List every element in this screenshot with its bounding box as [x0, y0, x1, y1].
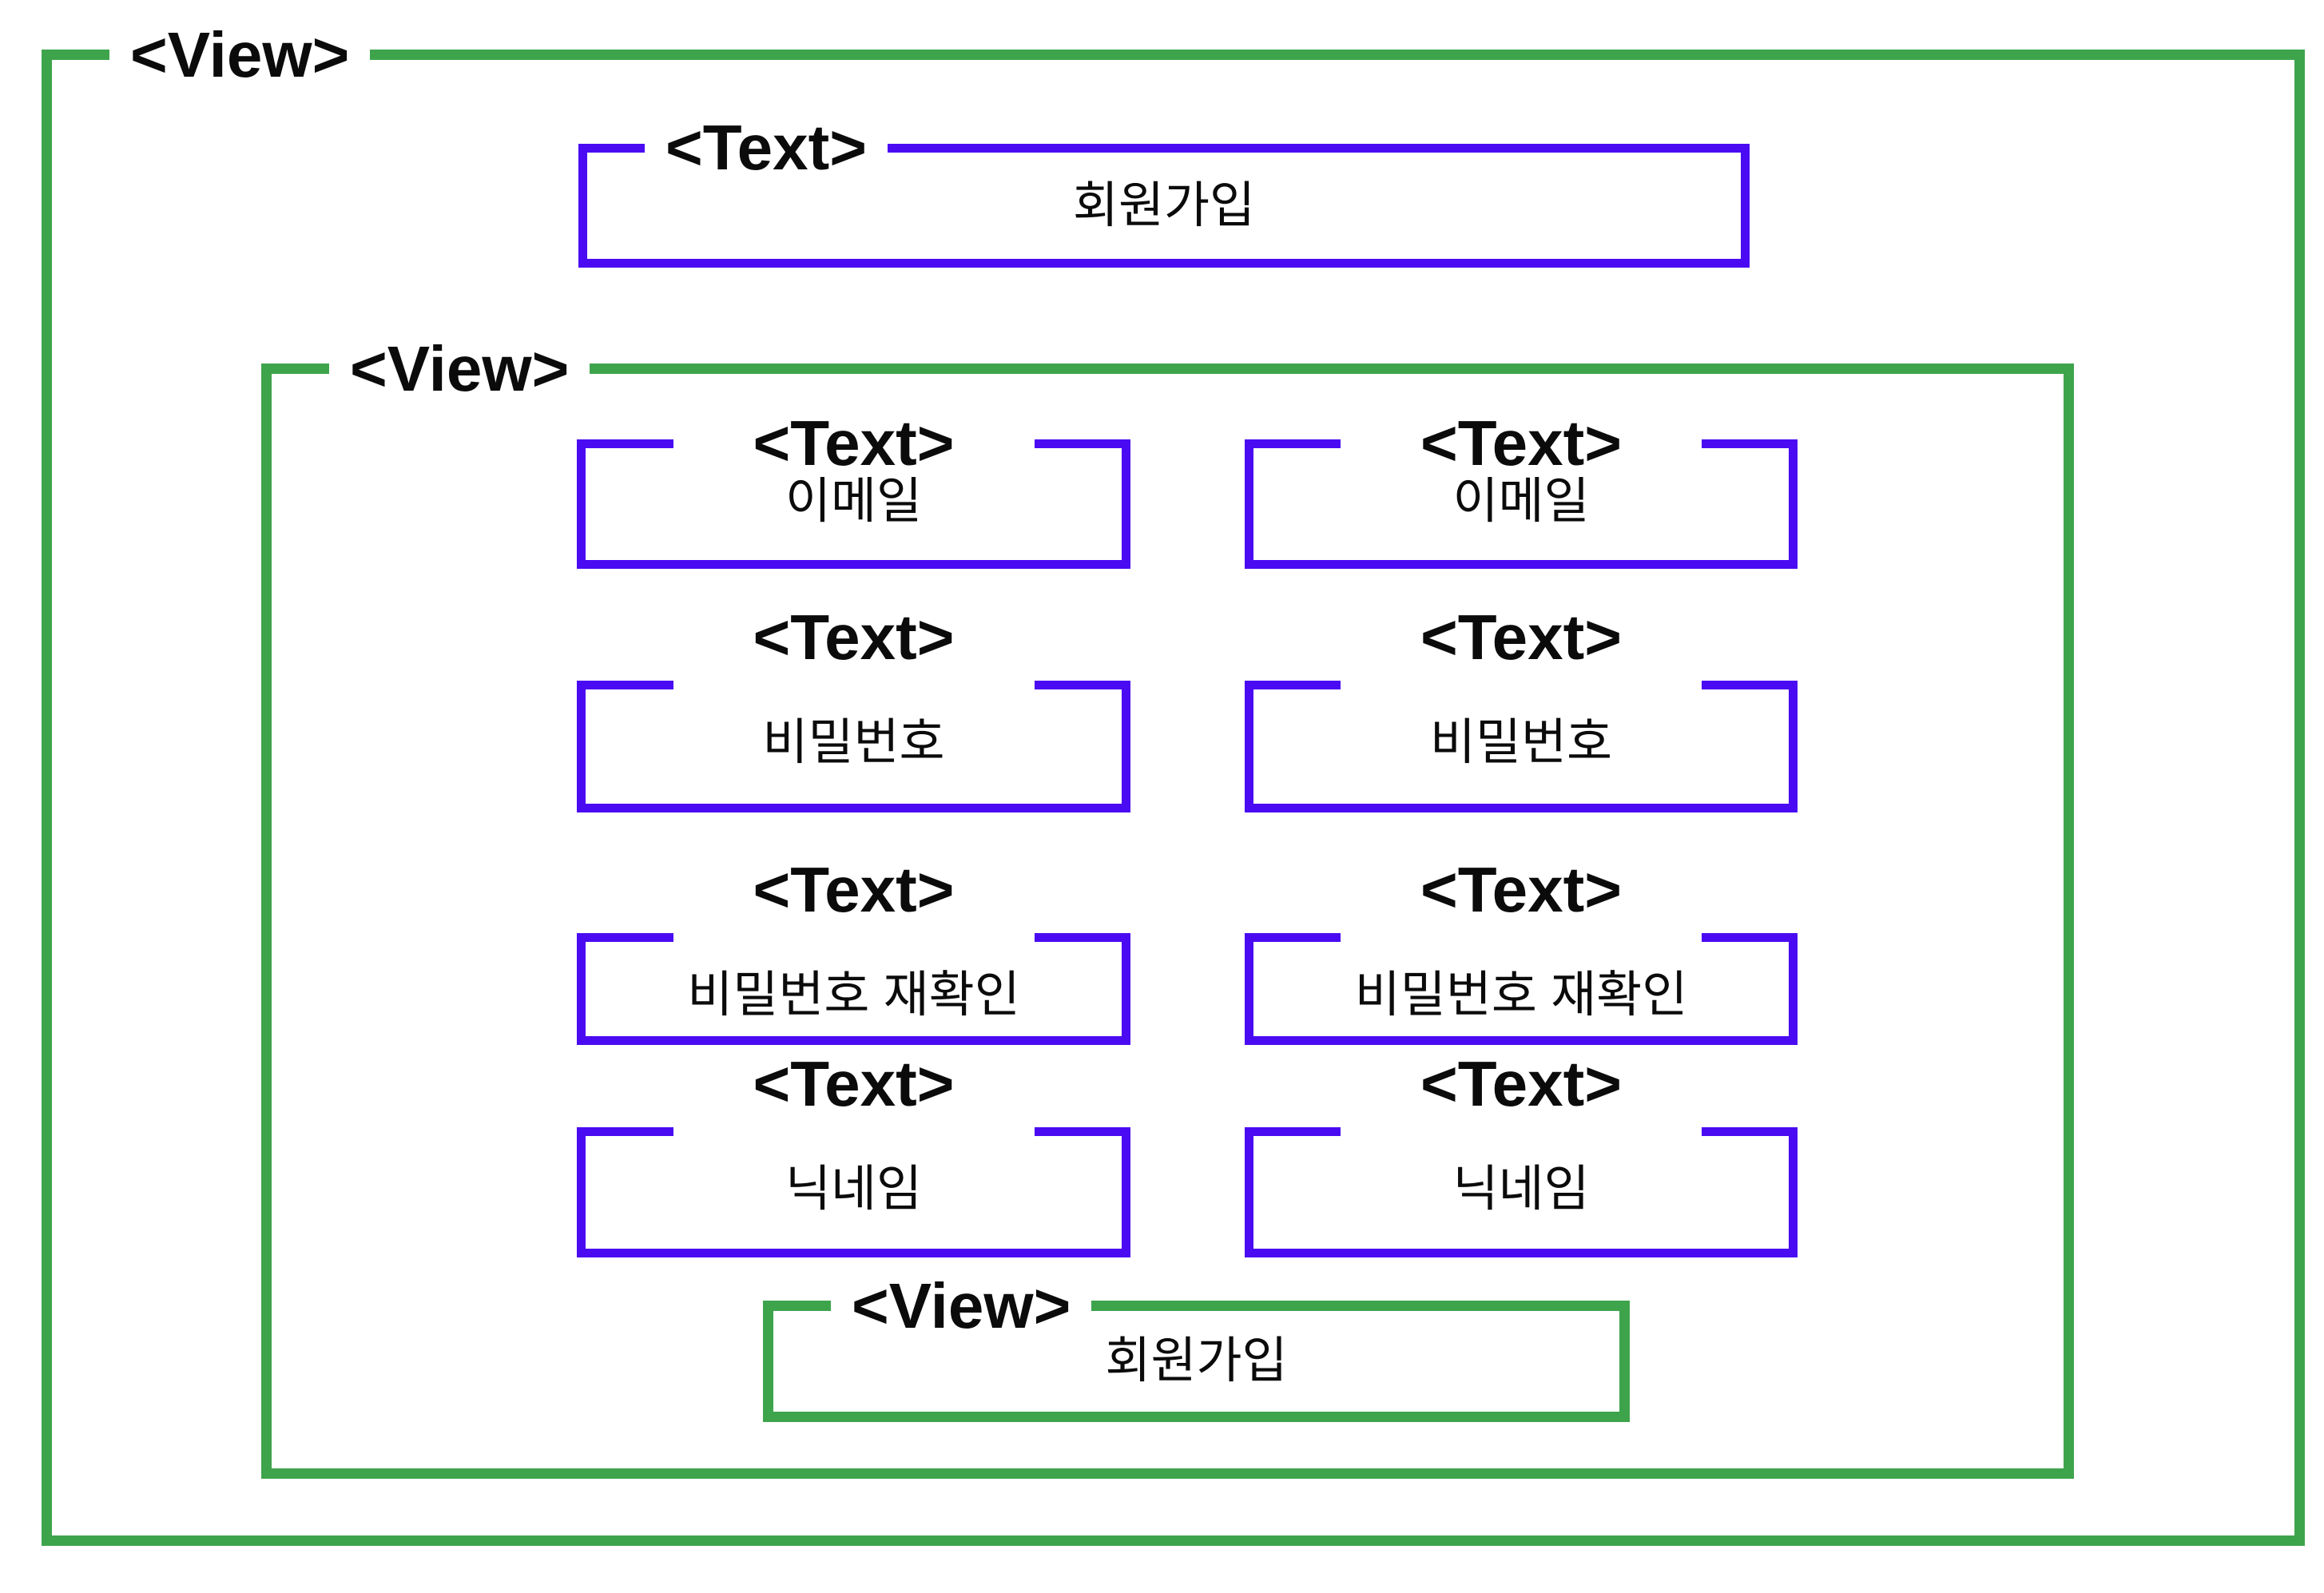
field-box-nickname-col1: <Text> 닉네임	[577, 1051, 1130, 1257]
submit-view-tag: <View>	[831, 1273, 1092, 1340]
submit-view-content: 회원가입	[1105, 1333, 1288, 1388]
title-text-box: <Text> 회원가입	[578, 114, 1750, 268]
field-label-nickname: 닉네임	[785, 1162, 923, 1217]
field-box-password-col2: <Text> 비밀번호	[1245, 604, 1798, 812]
field-text-tag: <Text>	[732, 1051, 975, 1118]
field-text-tag: <Text>	[732, 410, 975, 477]
field-label-nickname: 닉네임	[1452, 1162, 1590, 1217]
field-label-password: 비밀번호	[762, 715, 945, 770]
field-box-nickname-col2: <Text> 닉네임	[1245, 1051, 1798, 1257]
border-gap	[673, 1127, 1035, 1136]
title-text-content: 회원가입	[1072, 177, 1256, 233]
submit-view-box: <View> 회원가입	[763, 1273, 1630, 1422]
field-text-tag: <Text>	[732, 604, 975, 671]
border-gap	[1341, 933, 1702, 942]
border-gap	[1341, 1127, 1702, 1136]
field-box-password-confirm-col2: <Text> 비밀번호 재확인	[1245, 856, 1798, 1045]
field-label-password-confirm: 비밀번호 재확인	[687, 967, 1020, 1023]
field-label-email: 이메일	[785, 474, 923, 529]
field-label-password-confirm: 비밀번호 재확인	[1354, 967, 1688, 1023]
field-text-tag: <Text>	[1400, 1051, 1643, 1118]
field-label-email: 이메일	[1452, 474, 1590, 529]
field-box-email-col1: <Text> 이메일	[577, 410, 1130, 569]
field-box-password-confirm-col1: <Text> 비밀번호 재확인	[577, 856, 1130, 1045]
field-label-password: 비밀번호	[1429, 715, 1613, 770]
field-text-tag: <Text>	[1400, 856, 1643, 924]
field-text-tag: <Text>	[1400, 410, 1643, 477]
inner-view-tag: <View>	[329, 336, 590, 403]
field-text-tag: <Text>	[732, 856, 975, 924]
border-gap	[673, 681, 1035, 689]
field-box-email-col2: <Text> 이메일	[1245, 410, 1798, 569]
field-text-tag: <Text>	[1400, 604, 1643, 671]
field-box-password-col1: <Text> 비밀번호	[577, 604, 1130, 812]
border-gap	[673, 933, 1035, 942]
outer-view-tag: <View>	[109, 22, 371, 89]
border-gap	[1341, 681, 1702, 689]
outer-view-box: <View> <Text> 회원가입 <View> <Text> 이메일 <Te…	[42, 22, 2305, 1546]
inner-view-box: <View> <Text> 이메일 <Text> 이메일 <Text> 비밀번호…	[261, 336, 2074, 1479]
title-text-tag: <Text>	[645, 114, 888, 181]
